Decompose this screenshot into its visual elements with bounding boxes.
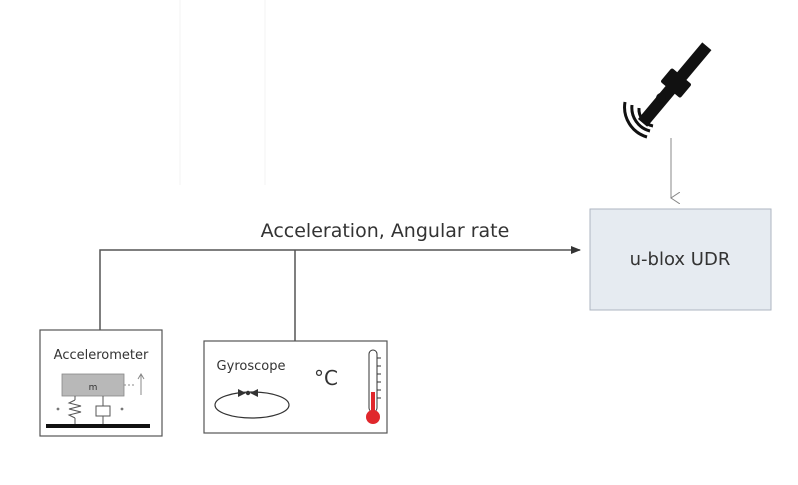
gyroscope-temperature-box: Gyroscope °C bbox=[203, 340, 388, 434]
thermometer-icon bbox=[366, 349, 381, 424]
accelerometer-icon: m bbox=[46, 373, 150, 428]
udr-box bbox=[589, 208, 772, 311]
temperature-label: °C bbox=[314, 366, 338, 390]
satellite-icon bbox=[623, 42, 712, 139]
accelerometer-mass-label: m bbox=[89, 383, 98, 393]
gyroscope-label: Gyroscope bbox=[217, 359, 286, 374]
accelerometer-label: Accelerometer bbox=[54, 348, 149, 363]
accelerometer-box: Accelerometer m bbox=[39, 329, 163, 437]
udr-label: u-blox UDR bbox=[630, 249, 731, 270]
signal-label: Acceleration, Angular rate bbox=[261, 220, 510, 242]
gyroscope-icon bbox=[214, 389, 290, 419]
